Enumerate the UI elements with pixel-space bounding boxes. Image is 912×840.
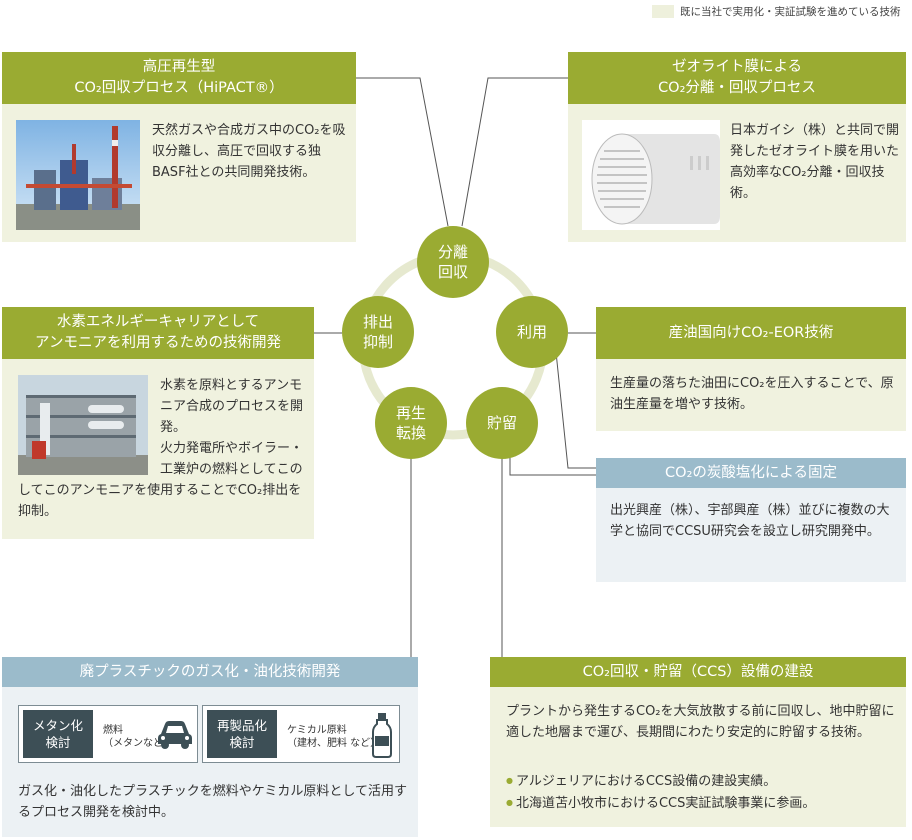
card-zeolite-text: 日本ガイシ（株）と共同で開発したゼオライト膜を用いた高効率なCO₂分離・回収技術… bbox=[730, 123, 900, 201]
legend-swatch bbox=[652, 5, 674, 18]
line-carbonate-2 bbox=[509, 456, 596, 476]
card-plastic: 廃プラスチックのガス化・油化技術開発 メタン化 検討 燃料 （メタンなど） 再製… bbox=[2, 657, 418, 837]
chemical-label: ケミカル原料 （建材、肥料 など） bbox=[287, 725, 381, 749]
line-hipact bbox=[345, 77, 449, 227]
card-ccs: CO₂回収・貯留（CCS）設備の建設 プラントから発生するCO₂を大気放散する前… bbox=[490, 657, 906, 827]
card-hipact-title1: 高圧再生型 bbox=[142, 59, 216, 75]
node-separation: 分離回収 bbox=[417, 226, 489, 298]
ammonia-plant-photo bbox=[18, 375, 148, 475]
card-zeolite-title2: CO₂分離・回収プロセス bbox=[658, 80, 816, 96]
card-ammonia-title2: アンモニアを利用するための技術開発 bbox=[35, 335, 281, 351]
card-plastic-header: 廃プラスチックのガス化・油化技術開発 bbox=[2, 657, 418, 687]
card-eor-text: 生産量の落ちた油田にCO₂を圧入することで、原油生産量を増やす技術。 bbox=[610, 376, 894, 412]
card-hipact-title2: CO₂回収プロセス（HiPACT®） bbox=[74, 80, 284, 96]
card-ccs-header: CO₂回収・貯留（CCS）設備の建設 bbox=[490, 657, 906, 687]
card-carbonate: CO₂の炭酸塩化による固定 出光興産（株）、宇部興産（株）並びに複数の大学と協同… bbox=[596, 458, 906, 582]
card-carbonate-header: CO₂の炭酸塩化による固定 bbox=[596, 458, 906, 488]
legend: 既に当社で実用化・実証試験を進めている技術 bbox=[652, 4, 901, 19]
node-utilization: 利用 bbox=[496, 296, 568, 368]
fuel-label: 燃料 （メタンなど） bbox=[103, 725, 173, 749]
card-hipact-text: 天然ガスや合成ガス中のCO₂を吸収分離し、高圧で回収する独BASF社との共同開発… bbox=[152, 123, 346, 180]
bottle-icon bbox=[372, 713, 392, 758]
card-ammonia-header: 水素エネルギーキャリアとして アンモニアを利用するための技術開発 bbox=[2, 307, 314, 359]
card-zeolite-header: ゼオライト膜による CO₂分離・回収プロセス bbox=[568, 52, 906, 104]
card-ammonia-text1: 水素を原料とするアンモニア合成のプロセスを開発。 bbox=[160, 378, 304, 435]
node-regeneration: 再生転換 bbox=[375, 387, 447, 459]
node-emission: 排出抑制 bbox=[342, 296, 414, 368]
card-ccs-bullet1: アルジェリアにおけるCCS設備の建設実績。 bbox=[506, 770, 898, 792]
card-eor-header: 産油国向けCO₂-EOR技術 bbox=[596, 307, 906, 359]
card-ammonia: 水素エネルギーキャリアとして アンモニアを利用するための技術開発 水素を原料とす… bbox=[2, 307, 314, 539]
card-zeolite: ゼオライト膜による CO₂分離・回収プロセス 日本ガイシ（株）と共同で開発したゼ… bbox=[568, 52, 906, 242]
car-icon bbox=[158, 721, 192, 749]
card-zeolite-title1: ゼオライト膜による bbox=[671, 59, 803, 75]
card-ammonia-text2-cont: してこのアンモニアを使用することでCO₂排出を抑制。 bbox=[18, 483, 302, 519]
card-plastic-title: 廃プラスチックのガス化・油化技術開発 bbox=[79, 663, 341, 680]
card-ccs-title: CO₂回収・貯留（CCS）設備の建設 bbox=[582, 663, 814, 680]
card-ccs-text: プラントから発生するCO₂を大気放散する前に回収し、地中貯留に適した地層まで運び… bbox=[506, 704, 895, 740]
card-ammonia-title1: 水素エネルギーキャリアとして bbox=[56, 314, 260, 330]
recycling-label: 再製品化 検討 bbox=[207, 710, 277, 758]
card-eor-title: 産油国向けCO₂-EOR技術 bbox=[668, 324, 834, 341]
card-carbonate-title: CO₂の炭酸塩化による固定 bbox=[665, 464, 837, 481]
card-ccs-bullet2: 北海道苫小牧市におけるCCS実証試験事業に参画。 bbox=[506, 792, 898, 814]
card-eor: 産油国向けCO₂-EOR技術 生産量の落ちた油田にCO₂を圧入することで、原油生… bbox=[596, 307, 906, 431]
card-hipact-header: 高圧再生型 CO₂回収プロセス（HiPACT®） bbox=[2, 52, 356, 104]
hipact-plant-photo bbox=[16, 120, 140, 230]
zeolite-membrane-photo bbox=[582, 120, 720, 230]
line-carbonate-1 bbox=[555, 351, 596, 469]
methanation-box: メタン化 検討 燃料 （メタンなど） bbox=[18, 705, 198, 763]
card-plastic-text: ガス化・油化したプラスチックを燃料やケミカル原料として活用するプロセス開発を検討… bbox=[18, 784, 407, 820]
recycling-box: 再製品化 検討 ケミカル原料 （建材、肥料 など） bbox=[202, 705, 400, 763]
methanation-label: メタン化 検討 bbox=[23, 710, 93, 758]
node-storage: 貯留 bbox=[466, 387, 538, 459]
line-zeolite bbox=[461, 77, 568, 227]
legend-text: 既に当社で実用化・実証試験を進めている技術 bbox=[680, 6, 901, 18]
card-ammonia-text2: 火力発電所やボイラー・工業炉の燃料としてこのアンモニアを使用することでCO₂排出… bbox=[160, 441, 304, 477]
card-hipact: 高圧再生型 CO₂回収プロセス（HiPACT®） 天然ガスや合成ガス中のCO₂を… bbox=[2, 52, 356, 242]
card-carbonate-text: 出光興産（株）、宇部興産（株）並びに複数の大学と協同でCCSU研究会を設立し研究… bbox=[610, 503, 890, 539]
